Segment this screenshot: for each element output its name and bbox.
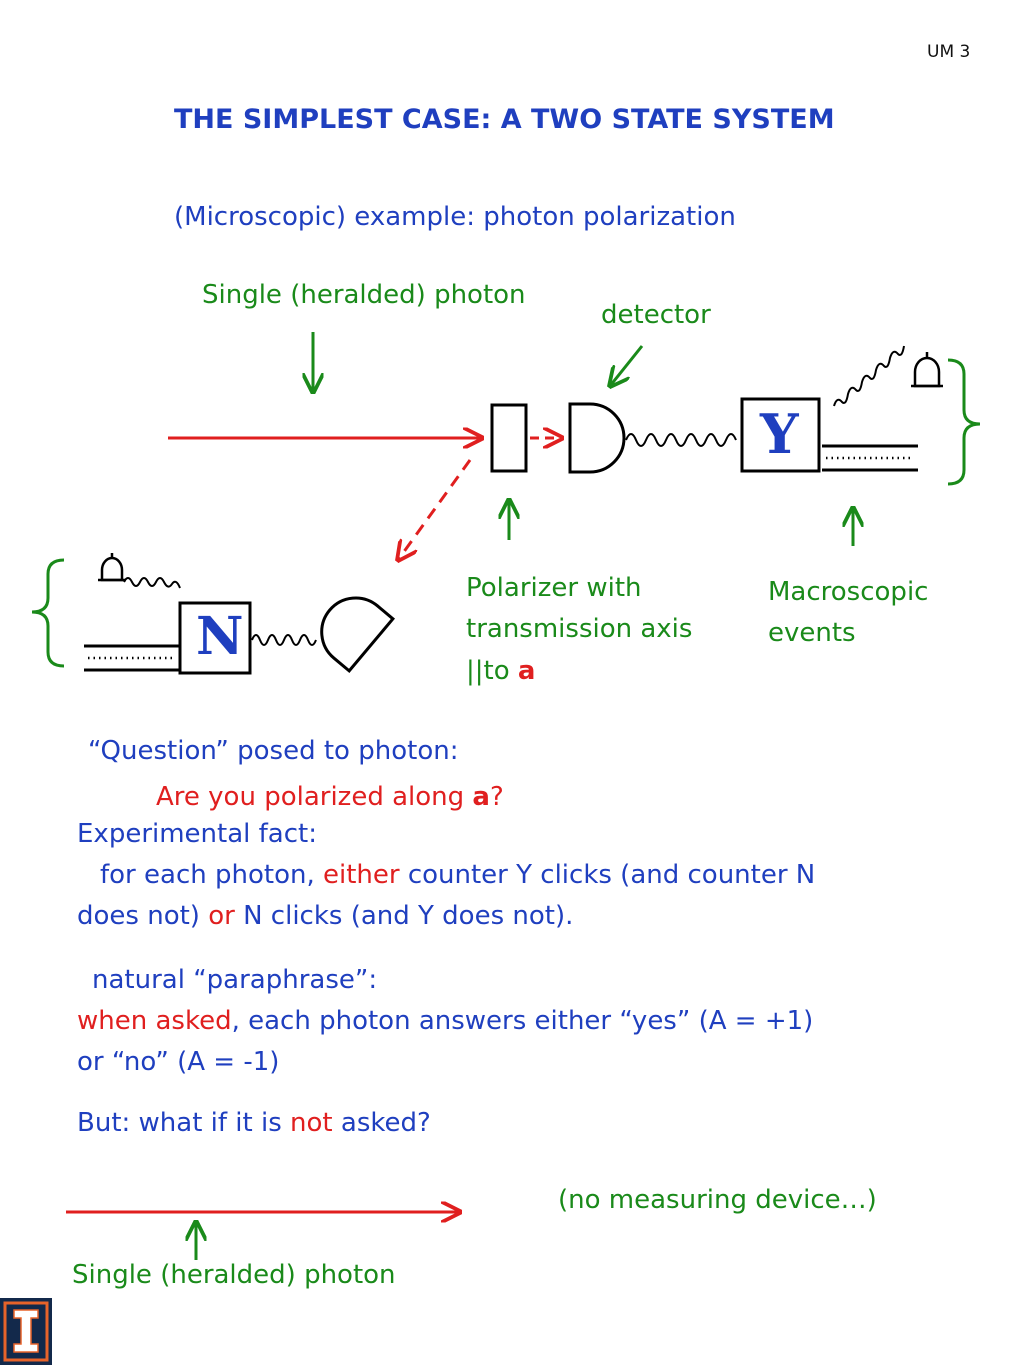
polarizer-label-line2: transmission axis bbox=[466, 614, 693, 644]
polarizer-label-line3: ||to a bbox=[466, 656, 535, 686]
brace-y bbox=[947, 358, 981, 486]
fact-either: either bbox=[322, 860, 400, 890]
detector-pointer-arrow bbox=[610, 345, 644, 386]
macroscopic-label-line1: Macroscopic bbox=[768, 577, 929, 607]
photon-label: Single (heralded) photon bbox=[202, 280, 526, 310]
counter-n-box bbox=[178, 601, 252, 675]
no-device-label: (no measuring device…) bbox=[558, 1185, 877, 1215]
question-axis-a: a bbox=[472, 782, 490, 812]
question-prefix: Are you polarized along bbox=[156, 782, 473, 812]
brace-n bbox=[31, 558, 65, 668]
paraphrase-line1-rest: , each photon answers either “yes” (A = … bbox=[231, 1006, 814, 1036]
university-logo bbox=[0, 1298, 52, 1365]
paraphrase-line2: or “no” (A = -1) bbox=[77, 1047, 280, 1077]
counter-n-label: N bbox=[196, 606, 244, 667]
polarizer-label-line1: Polarizer with bbox=[466, 573, 642, 603]
signal-wire-y bbox=[625, 433, 737, 447]
subtitle: (Microscopic) example: photon polarizati… bbox=[174, 202, 736, 232]
but-prefix: But: what if it is bbox=[77, 1108, 291, 1138]
detector-y bbox=[568, 402, 626, 474]
question-intro: “Question” posed to photon: bbox=[88, 736, 459, 766]
fact-heading: Experimental fact: bbox=[77, 819, 317, 849]
paraphrase-line1: when asked, each photon answers either “… bbox=[77, 1006, 813, 1036]
bell-n-icon bbox=[98, 553, 126, 582]
free-photon-label: Single (heralded) photon bbox=[72, 1260, 396, 1290]
fact-line2-b: N clicks (and Y does not). bbox=[234, 901, 574, 931]
detector-n bbox=[320, 596, 396, 674]
question-text: Are you polarized along a? bbox=[156, 782, 504, 812]
fact-line1-a: for each photon, bbox=[100, 860, 323, 890]
bell-wire-n bbox=[123, 577, 181, 589]
but-suffix: asked? bbox=[332, 1108, 431, 1138]
paraphrase-heading: natural “paraphrase”: bbox=[92, 965, 378, 995]
polarizer bbox=[490, 403, 528, 473]
fact-line1: for each photon, either counter Y clicks… bbox=[100, 860, 815, 890]
but-line: But: what if it is not asked? bbox=[77, 1108, 431, 1138]
bell-y-icon bbox=[911, 352, 943, 388]
counter-y-label: Y bbox=[760, 402, 799, 466]
but-not: not bbox=[290, 1108, 333, 1138]
signal-wire-n bbox=[251, 634, 317, 646]
bell-wire-y bbox=[833, 345, 905, 407]
counter-y-box bbox=[740, 397, 821, 473]
polarizer-axis-a: a bbox=[517, 656, 536, 686]
page-number: UM 3 bbox=[927, 42, 971, 62]
fact-line2: does not) or N clicks (and Y does not). bbox=[77, 901, 573, 931]
fact-or: or bbox=[208, 901, 235, 931]
macroscopic-label-line2: events bbox=[768, 618, 856, 648]
page-title: THE SIMPLEST CASE: A TWO STATE SYSTEM bbox=[174, 104, 835, 135]
fact-line1-b: counter Y clicks (and counter N bbox=[399, 860, 816, 890]
polarizer-axis-prefix: ||to bbox=[466, 656, 518, 686]
question-suffix: ? bbox=[489, 782, 504, 812]
fact-line2-a: does not) bbox=[77, 901, 209, 931]
paraphrase-when-asked: when asked bbox=[77, 1006, 232, 1036]
reflected-beam bbox=[398, 459, 472, 560]
detector-label: detector bbox=[601, 300, 711, 330]
